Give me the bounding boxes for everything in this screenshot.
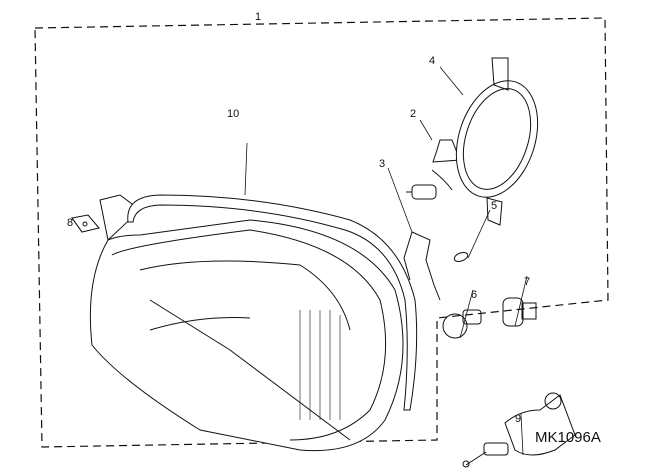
callout-6: 6	[471, 289, 478, 301]
leader-lines	[71, 66, 528, 456]
callout-1: 1	[255, 11, 262, 23]
callout-3: 3	[379, 158, 386, 170]
callout-4: 4	[429, 55, 436, 67]
retaining-clip	[403, 231, 441, 301]
kit-boundary	[34, 17, 609, 448]
callout-7: 7	[524, 276, 531, 288]
headlamp-bulb	[406, 139, 461, 200]
bulb-holder	[502, 297, 537, 327]
side-bulb	[453, 252, 469, 262]
callout-8: 8	[67, 217, 74, 229]
callout-9: 9	[515, 413, 522, 425]
callout-10: 10	[227, 108, 240, 120]
callout-2: 2	[410, 108, 417, 120]
diagram-reference-code: MK1096A	[535, 429, 601, 446]
indicator-bulb	[442, 309, 482, 339]
callout-5: 5	[491, 200, 498, 212]
rear-cover	[455, 57, 539, 226]
headlamp-unit	[89, 194, 404, 452]
seal-strip	[127, 194, 418, 411]
